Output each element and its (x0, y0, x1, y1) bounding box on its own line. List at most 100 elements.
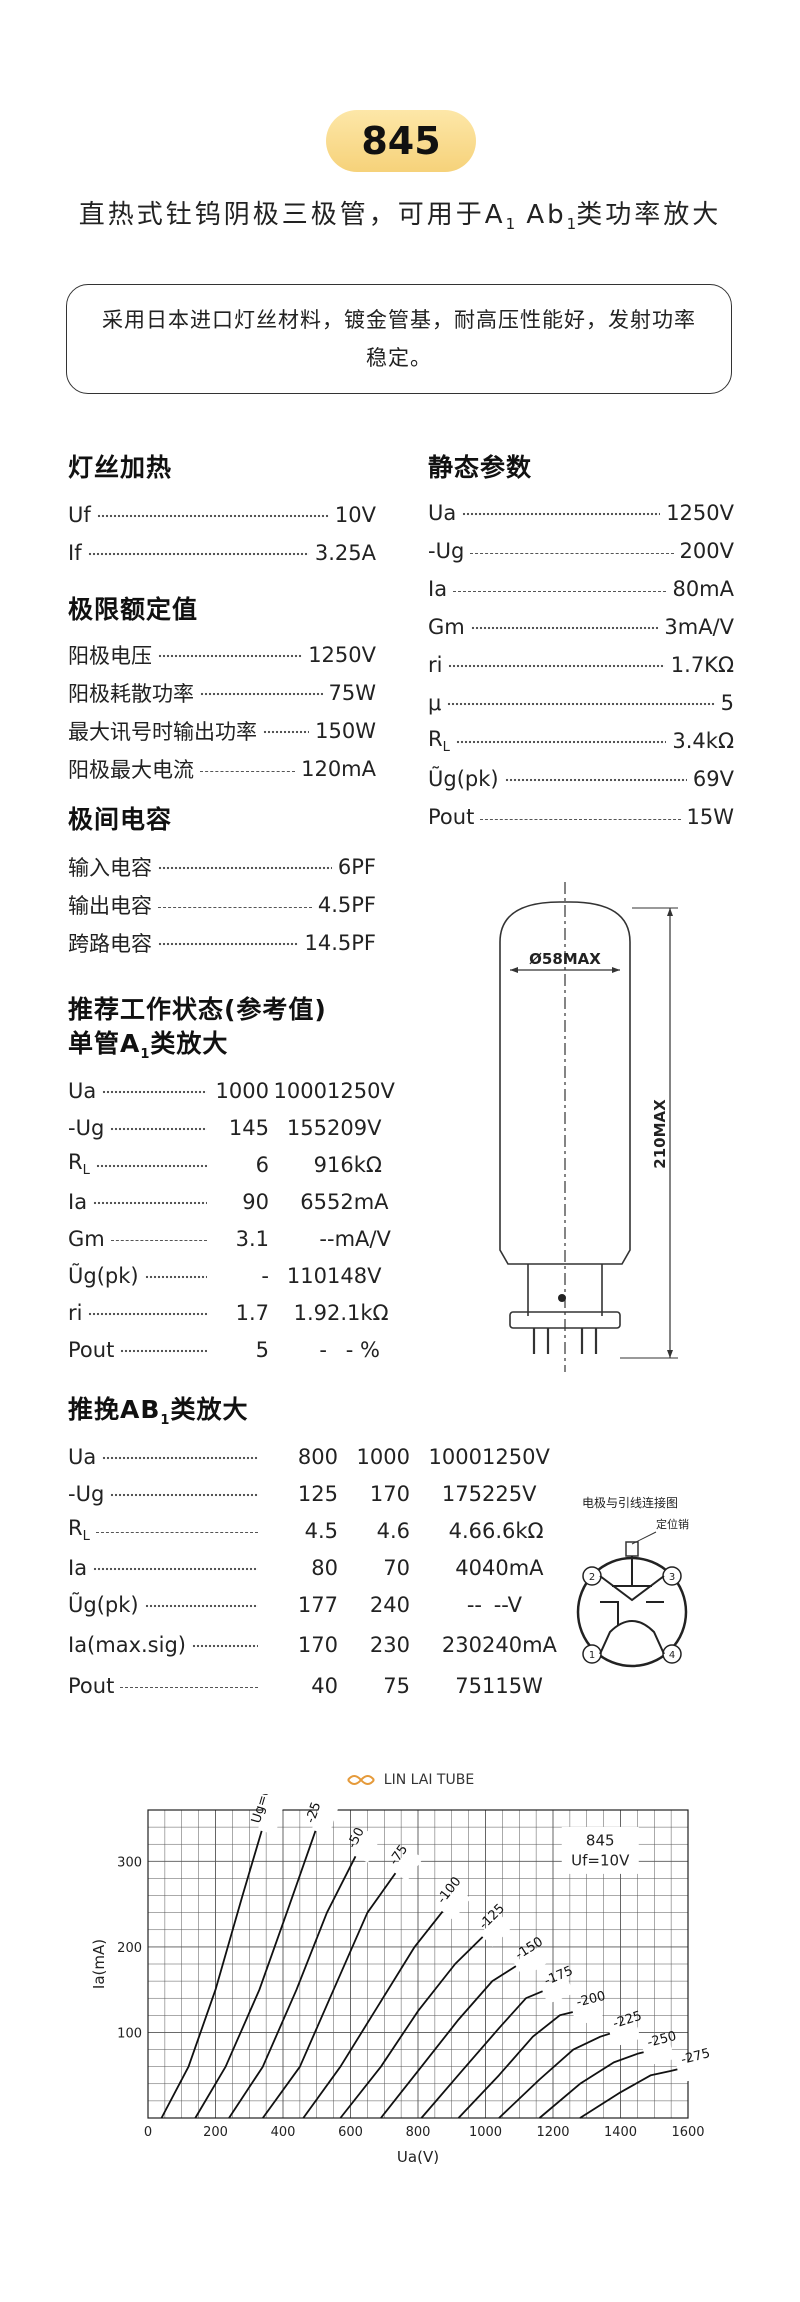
series-line (194, 1826, 318, 2119)
limits-title: 极限额定值 (68, 595, 199, 624)
series-label-backdrop (676, 2058, 708, 2083)
pushpull-title: 推挽AB1类放大 (68, 1395, 249, 1428)
x-tick-label: 400 (271, 2125, 296, 2140)
series-label-backdrop (351, 1829, 381, 1863)
x-tick-label: 1200 (536, 2125, 569, 2140)
y-tick-label: 300 (117, 1855, 142, 1870)
x-tick-label: 200 (203, 2125, 228, 2140)
series-label: -275 (680, 2046, 712, 2068)
series-label-backdrop (439, 1887, 471, 1921)
plot-frame (147, 1809, 689, 2119)
chart-title-backdrop (561, 1826, 639, 1874)
y-axis-label: Ia(mA) (90, 1939, 108, 1989)
brand-logo-icon (346, 1775, 375, 1785)
page-subtitle: 直热式钍钨阴极三极管，可用于A1 Ab1类功率放大 (78, 200, 722, 234)
pin-diagram: 定位销 2 3 1 4 (576, 1517, 689, 1668)
model-badge: 845 (326, 110, 476, 172)
series-line (457, 2010, 577, 2119)
recommended-title: 推荐工作状态(参考值) (68, 995, 327, 1024)
series-label-backdrop (571, 2001, 604, 2026)
height-label: 210MAX (651, 1099, 669, 1169)
series-line (538, 2050, 648, 2119)
x-tick-label: 1000 (469, 2125, 502, 2140)
svg-text:4: 4 (669, 1650, 675, 1661)
series-line (228, 1852, 359, 2119)
single-title: 单管A1类放大 (68, 1029, 229, 1062)
chart-title: 845 (586, 1831, 615, 1849)
series-line (579, 2067, 682, 2119)
y-tick-label: 100 (117, 2026, 142, 2041)
series-line (339, 1933, 487, 2119)
series-line (420, 1988, 547, 2119)
svg-text:3: 3 (669, 1572, 675, 1583)
brand-name: LIN LAI TUBE (383, 1772, 475, 1788)
series-label-backdrop (311, 1803, 338, 1836)
static-title: 静态参数 (428, 453, 533, 482)
filament-title: 灯丝加热 (68, 453, 173, 482)
svg-text:2: 2 (589, 1572, 595, 1583)
static-row: Ũg(pk)69V (428, 767, 734, 791)
series-label-backdrop (513, 1947, 548, 1978)
svg-text:1: 1 (589, 1650, 595, 1661)
series-label: -200 (575, 1989, 607, 2011)
x-tick-label: 1400 (604, 2125, 637, 2140)
y-tick-label: 200 (117, 1941, 142, 1956)
capacitance-title: 极间电容 (68, 805, 173, 834)
series-label-backdrop (642, 2041, 675, 2066)
series-line (262, 1869, 399, 2119)
series-line (380, 1963, 520, 2119)
tube-drawing: Ø58MAX 210MAX (499, 882, 678, 1372)
series-line (160, 1826, 264, 2119)
tube-envelope (499, 901, 631, 1265)
series-label: -25 (303, 1800, 324, 1825)
model-number: 845 (361, 119, 441, 163)
x-tick-label: 0 (144, 2125, 152, 2140)
x-tick-label: 800 (406, 2125, 431, 2140)
x-axis-label: Ua(V) (397, 2148, 439, 2166)
x-tick-label: 1600 (671, 2125, 704, 2140)
series-label-backdrop (608, 2021, 641, 2047)
key-pin-label: 定位销 (656, 1517, 689, 1531)
series-label-backdrop (257, 1802, 283, 1835)
series-line (498, 2031, 615, 2119)
series-line (302, 1907, 446, 2119)
x-tick-label: 600 (338, 2125, 363, 2140)
plate-characteristics-chart: 0 200 400 600 800 1000 1200 1400 1600 100 200 300Ua… (90, 1794, 712, 2166)
feature-note: 采用日本进口灯丝材料，镀金管基，耐高压性能好，发射功率稳定。 (66, 284, 732, 394)
series-label: -250 (646, 2029, 678, 2051)
pin-diagram-title: 电极与引线连接图 (581, 1496, 678, 1510)
series-label-backdrop (541, 1976, 574, 2005)
